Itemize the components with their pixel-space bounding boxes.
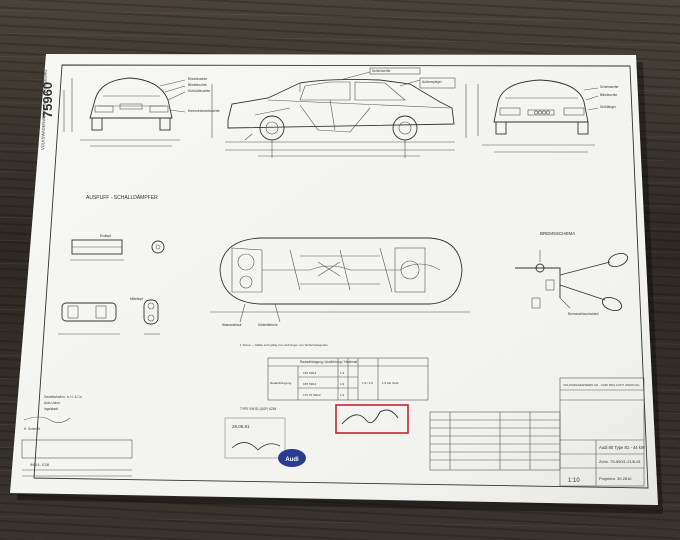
side-view-drawing: Scheinwerfer Außenspiegel [211,67,467,158]
company-line-1: Gesellschaft m. b. H. & Co. [44,395,83,399]
drawing-border [33,64,649,489]
svg-text:Schlußleuchte: Schlußleuchte [188,89,210,93]
brake-diagram: Bremsschlauchwinkel [515,250,629,316]
svg-text:Stoßfänger: Stoßfänger [600,105,617,109]
left-code: 0664.536 [30,464,50,468]
brake-note: Bremsschlauchwinkel [568,312,599,316]
svg-text:VOLKSWAGENWERK AG ..... WOLFSB: VOLKSWAGENWERK AG ..... WOLFSBURG [40,69,48,150]
type-line: TYPE VW 81 (AGF) 6254 [240,407,277,411]
underbody-view-drawing: Wasserablauf Kühlmittelrohr [210,237,470,327]
section-exhaust-title: AUSPUFF - SCHALLDÄMPFER [86,194,158,201]
table-row-2-size: 165 SR13 [303,382,317,386]
svg-text:Außenspiegel: Außenspiegel [422,80,442,84]
svg-text:1,9 bar Stoß: 1,9 bar Stoß [382,381,399,385]
logo-text: Audi [285,457,299,463]
svg-text:Blinkleuchte: Blinkleuchte [600,93,617,97]
table-row-1-a: 1.9 [340,371,345,375]
svg-text:Mitteltopf: Mitteltopf [130,297,143,301]
svg-text:Endtopf: Endtopf [100,234,111,238]
title-block: VOLKSWAGENWERK AG · AUDI NSU AUTO UNION … [429,377,645,487]
company-line-2: Auto Union [44,401,60,405]
scale-label: 1:10 [568,478,580,484]
svg-text:1,9 / 1,9: 1,9 / 1,9 [362,381,373,385]
stamp-date: 28.06.81 [232,424,250,429]
svg-text:Scheinwerfer: Scheinwerfer [372,69,392,73]
title-line-3: Projektnr. 30.2816 [599,476,632,481]
svg-text:Rückleuchte: Rückleuchte [188,77,207,81]
bottom-label-right: Kühlmittelrohr [258,323,279,327]
title-line-2: Zchn. 75-590/1-21/6-81 [599,459,642,464]
table-row-3-a: 1.9 [340,393,345,397]
bottom-label-left: Wasserablauf [222,323,241,327]
svg-text:Kennzeichenleuchte: Kennzeichenleuchte [188,109,220,113]
title-line-1: Audi 80 Type 81 - 44 kW [599,445,645,450]
company-block: Gesellschaft m. b. H. & Co. Auto Union I… [21,395,133,477]
table-row-3-size: 175 70 SR13 [303,393,321,397]
company-line-4: H. Schmidt [24,427,40,431]
wheel-table: Radaufhängung / Ausführung / Hinterrad R… [267,357,429,401]
front-view-drawing: Scheinwerfer Blinkleuchte Stoßfänger [477,79,620,153]
red-signature-stamp [335,404,409,434]
svg-text:Blinkleuchte: Blinkleuchte [188,83,207,87]
section-brakes-title: BREMSSCHEMA [540,231,575,236]
rear-view-drawing: Rückleuchte Blinkleuchte Schlußleuchte K… [63,77,220,147]
svg-text:VOLKSWAGENWERK AG · AUDI NSU A: VOLKSWAGENWERK AG · AUDI NSU AUTO UNION … [563,383,640,387]
table-row-label: Radaufhängung [270,381,292,385]
table-row-1-size: 155 SR13 [303,371,317,375]
svg-text:Scheinwerfer: Scheinwerfer [600,85,620,89]
approval-stamp: 28.06.81 [224,417,286,459]
drawing-number: 75960 [40,82,55,118]
table-header: Radaufhängung / Ausführung / Hinterrad [300,360,357,364]
svg-text:1 Tonne — Maße sind gültig zum: 1 Tonne — Maße sind gültig zum Anbringen… [240,343,328,347]
table-row-2-a: 1.9 [340,382,345,386]
exhaust-drawings: Endtopf Mitteltopf [58,234,165,335]
audi-logo: Audi [278,449,306,467]
company-line-3: Ingolstadt [44,407,58,411]
